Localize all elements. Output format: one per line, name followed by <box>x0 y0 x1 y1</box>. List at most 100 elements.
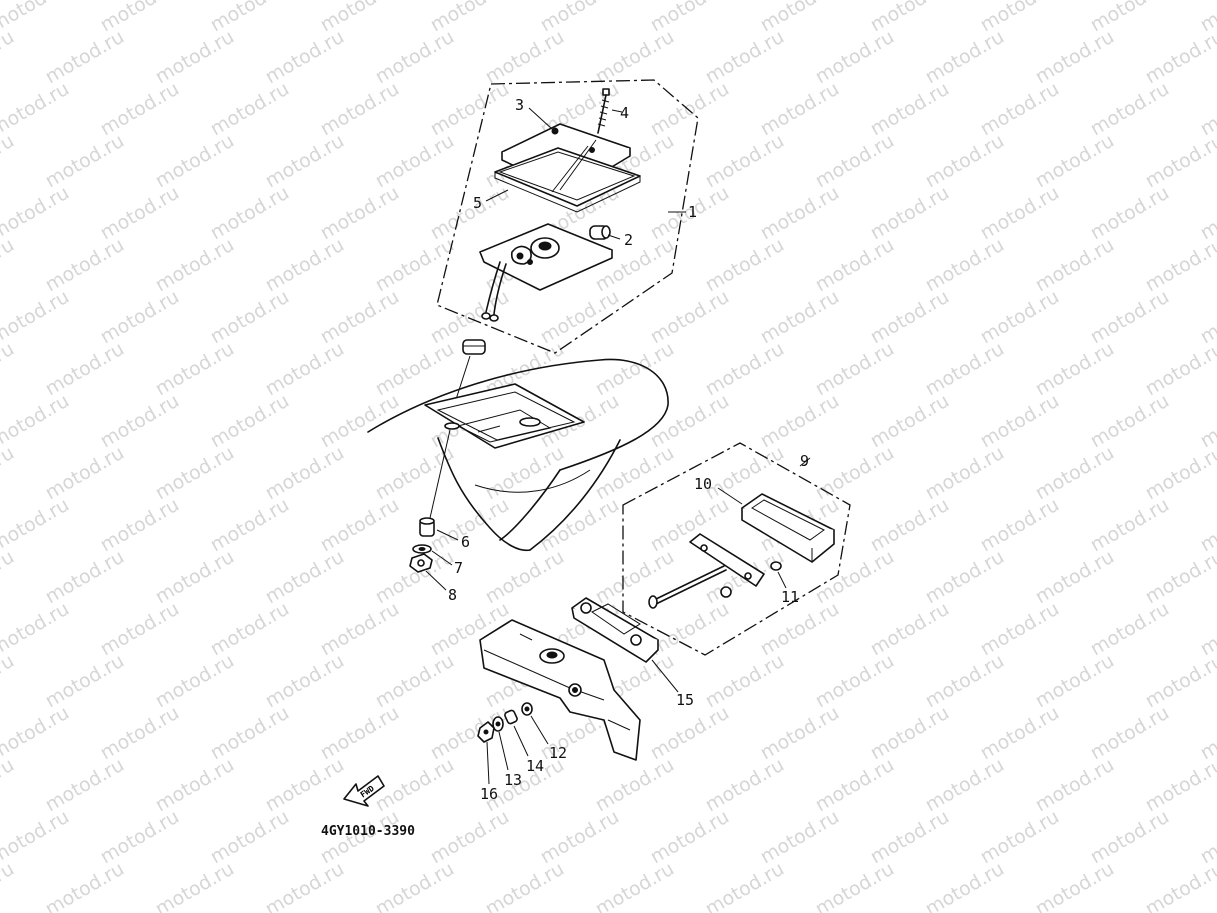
watermark-text: motod.ru <box>1032 650 1118 713</box>
lower-axis <box>429 429 451 519</box>
screw <box>597 88 610 134</box>
callout-11: 11 <box>781 588 799 606</box>
callout-12: 12 <box>549 744 567 762</box>
watermark-text: motod.ru <box>317 702 403 765</box>
watermark-text: motod.ru <box>867 78 953 141</box>
watermark-text: motod.ru <box>262 234 348 297</box>
watermark-text: motod.ru <box>757 182 843 245</box>
leader-2 <box>607 234 621 240</box>
leader-10 <box>717 487 743 505</box>
watermark-text: motod.ru <box>702 442 788 505</box>
watermark-text: motod.ru <box>1142 234 1217 297</box>
watermark-text: motod.ru <box>977 78 1063 141</box>
watermark-text: motod.ru <box>152 26 238 89</box>
watermark-text: motod.ru <box>1087 182 1173 245</box>
watermark-text: motod.ru <box>702 338 788 401</box>
callout-6: 6 <box>461 533 470 551</box>
watermark-text: motod.ru <box>97 182 183 245</box>
watermark-text: motod.ru <box>1032 234 1118 297</box>
watermark-text: motod.ru <box>702 234 788 297</box>
watermark-text: motod.ru <box>812 754 898 817</box>
watermark-text: motod.ru <box>592 338 678 401</box>
watermark-text: motod.ru <box>262 754 348 817</box>
fwd-arrow-icon: FWD <box>343 775 385 807</box>
watermark-text: motod.ru <box>977 702 1063 765</box>
watermark-text: motod.ru <box>1142 650 1217 713</box>
watermark-text: motod.ru <box>1032 442 1118 505</box>
callout-13: 13 <box>504 771 522 789</box>
watermark-text: motod.ru <box>262 26 348 89</box>
watermark-text: motod.ru <box>977 390 1063 453</box>
watermark-text: motod.ru <box>0 806 73 869</box>
watermark-text: motod.ru <box>812 546 898 609</box>
watermark-text: motod.ru <box>867 286 953 349</box>
watermark-text: motod.ru <box>1087 806 1173 869</box>
watermark-text: motod.ru <box>207 494 293 557</box>
watermark-text: motod.ru <box>152 546 238 609</box>
watermark-text: motod.ru <box>757 390 843 453</box>
callout-16: 16 <box>480 785 498 803</box>
watermark-text: motod.ru <box>812 858 898 913</box>
watermark-text: motod.ru <box>812 234 898 297</box>
callout-7: 7 <box>454 559 463 577</box>
watermark-text: motod.ru <box>1142 338 1217 401</box>
mounting-plate <box>571 597 659 663</box>
bracket-bolt <box>521 702 533 716</box>
watermark-text: motod.ru <box>0 858 18 913</box>
watermark-text: motod.ru <box>262 650 348 713</box>
watermark-text: motod.ru <box>372 26 458 89</box>
watermark-text: motod.ru <box>0 286 73 349</box>
watermark-text: motod.ru <box>97 598 183 661</box>
watermark-text: motod.ru <box>427 806 513 869</box>
watermark-text: motod.ru <box>262 338 348 401</box>
watermark-text: motod.ru <box>867 182 953 245</box>
watermark-text: motod.ru <box>977 806 1063 869</box>
watermark-text: motod.ru <box>0 234 18 297</box>
watermark-text: motod.ru <box>0 130 18 193</box>
watermark-text: motod.ru <box>152 130 238 193</box>
watermark-text: motod.ru <box>977 182 1063 245</box>
bracket-washer <box>492 716 504 732</box>
leader-15 <box>651 659 679 693</box>
watermark-text: motod.ru <box>1087 286 1173 349</box>
watermark-text: motod.ru <box>97 390 183 453</box>
callout-14: 14 <box>526 757 544 775</box>
watermark-text: motod.ru <box>1142 754 1217 817</box>
watermark-text: motod.ru <box>1087 598 1173 661</box>
watermark-text: motod.ru <box>812 442 898 505</box>
watermark-text: motod.ru <box>482 442 568 505</box>
watermark-text: motod.ru <box>482 858 568 913</box>
watermark-text: motod.ru <box>152 338 238 401</box>
watermark-text: motod.ru <box>922 442 1008 505</box>
watermark-text: motod.ru <box>702 754 788 817</box>
watermark-text: motod.ru <box>207 702 293 765</box>
watermark-text: motod.ru <box>537 286 623 349</box>
watermark-text: motod.ru <box>97 806 183 869</box>
watermark-text: motod.ru <box>0 702 73 765</box>
watermark-text: motod.ru <box>0 442 18 505</box>
watermark-text: motod.ru <box>97 78 183 141</box>
watermark-text: motod.ru <box>42 650 128 713</box>
watermark-text: motod.ru <box>262 442 348 505</box>
watermark-text: motod.ru <box>702 650 788 713</box>
watermark-text: motod.ru <box>1142 130 1217 193</box>
leader-3 <box>528 107 553 130</box>
watermark-text: motod.ru <box>427 702 513 765</box>
watermark-text: motod.ru <box>372 130 458 193</box>
watermark-text: motod.ru <box>647 598 733 661</box>
leader-6 <box>436 529 459 541</box>
watermark-text: motod.ru <box>757 286 843 349</box>
watermark-text: motod.ru <box>372 650 458 713</box>
gasket <box>494 147 641 213</box>
watermark-text: motod.ru <box>922 858 1008 913</box>
watermark-text: motod.ru <box>977 494 1063 557</box>
watermark-text: motod.ru <box>427 182 513 245</box>
watermark-text: motod.ru <box>1032 26 1118 89</box>
watermark-text: motod.ru <box>702 858 788 913</box>
watermark-text: motod.ru <box>97 286 183 349</box>
watermark-text: motod.ru <box>812 26 898 89</box>
collar <box>419 517 435 537</box>
watermark-text: motod.ru <box>922 234 1008 297</box>
lamp-wires <box>481 261 507 322</box>
